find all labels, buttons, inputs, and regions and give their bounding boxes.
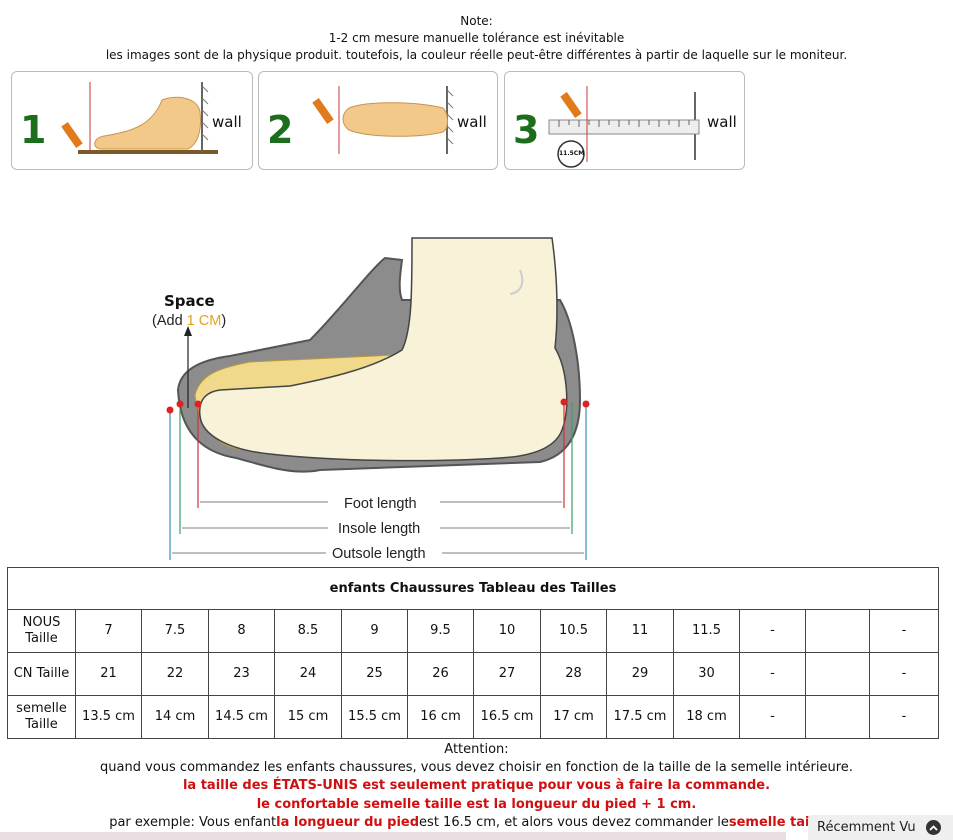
table-cell: 9: [341, 609, 408, 653]
attention-line-4: par exemple: Vous enfantla longueur du p…: [109, 814, 844, 830]
foot-top-icon: [312, 86, 454, 154]
attention-line-1: quand vous commandez les enfants chaussu…: [100, 760, 853, 776]
table-cell: 9.5: [407, 609, 474, 653]
step-1-panel: 1 wall: [11, 71, 253, 170]
table-cell: -: [739, 695, 806, 739]
table-cell: 10.5: [540, 609, 607, 653]
table-cell: [805, 652, 870, 696]
table-cell: -: [739, 652, 806, 696]
table-cell: 17.5 cm: [606, 695, 674, 739]
attention-line-2: la taille des ÉTATS-UNIS est seulement p…: [182, 778, 771, 794]
table-row: NOUS Taille 7 7.5 8 8.5 9 9.5 10 10.5 11…: [7, 609, 939, 653]
ruler-icon: [548, 86, 700, 168]
foot-length-label: Foot length: [344, 496, 417, 512]
table-cell: 7: [75, 609, 142, 653]
table-cell: [805, 695, 870, 739]
table-cell: 10: [473, 609, 541, 653]
table-cell: 14 cm: [141, 695, 209, 739]
foot-shape: [198, 237, 568, 462]
table-cell: 27: [473, 652, 541, 696]
table-row: CN Taille 21 22 23 24 25 26 27 28 29 30 …: [7, 652, 939, 696]
table-cell: 8: [208, 609, 275, 653]
table-cell: -: [739, 609, 806, 653]
recently-viewed-button[interactable]: Récemment Vu: [808, 815, 953, 840]
row-header: NOUS Taille: [7, 609, 76, 653]
table-cell: 26: [407, 652, 474, 696]
table-cell: 18 cm: [673, 695, 740, 739]
note-block: Note: 1-2 cm mesure manuelle tolérance e…: [0, 13, 953, 64]
ruler-tag: 11.5CM: [559, 150, 585, 157]
table-cell: 30: [673, 652, 740, 696]
space-label: Space: [164, 292, 215, 310]
foot-side-icon: [61, 82, 218, 154]
size-table-title: enfants Chaussures Tableau des Tailles: [7, 567, 939, 610]
step-1-wall-label: wall: [212, 113, 242, 131]
table-cell: 28: [540, 652, 607, 696]
chevron-up-icon: [925, 820, 941, 835]
attention-title: Attention:: [444, 742, 509, 757]
table-cell: [805, 609, 870, 653]
note-line-1: 1-2 cm mesure manuelle tolérance est iné…: [328, 31, 625, 45]
table-cell: 29: [606, 652, 674, 696]
table-cell: -: [869, 695, 939, 739]
table-cell: -: [869, 609, 939, 653]
attention-line-3: le confortable semelle taille est la lon…: [256, 796, 697, 812]
table-cell: 15 cm: [274, 695, 342, 739]
step-3-wall-label: wall: [707, 113, 737, 131]
size-table-title-row: enfants Chaussures Tableau des Tailles: [7, 567, 939, 610]
step-2-panel: 2 wall: [258, 71, 498, 170]
step-2-wall-label: wall: [457, 113, 487, 131]
table-cell: 21: [75, 652, 142, 696]
shoe-size-diagram: Space (Add 1 CM) Foot length Insole leng…: [152, 237, 590, 562]
note-line-2: les images sont de la physique produit. …: [105, 48, 848, 62]
note-title: Note:: [460, 14, 493, 28]
table-cell: 14.5 cm: [208, 695, 275, 739]
table-cell: 23: [208, 652, 275, 696]
size-table: enfants Chaussures Tableau des Tailles N…: [7, 567, 939, 739]
recently-viewed-label: Récemment Vu: [817, 820, 916, 835]
table-cell: 24: [274, 652, 342, 696]
table-cell: 7.5: [141, 609, 209, 653]
insole-length-label: Insole length: [338, 521, 420, 537]
table-cell: -: [869, 652, 939, 696]
step-2-number: 2: [267, 108, 294, 152]
outsole-length-label: Outsole length: [332, 546, 426, 562]
table-cell: 11: [606, 609, 674, 653]
bottom-strip: [0, 832, 786, 840]
step-3-panel: 3 11.5CM wall: [504, 71, 745, 170]
table-cell: 17 cm: [540, 695, 607, 739]
row-header: CN Taille: [7, 652, 76, 696]
table-cell: 25: [341, 652, 408, 696]
table-row: semelle Taille 13.5 cm 14 cm 14.5 cm 15 …: [7, 695, 939, 739]
table-cell: 11.5: [673, 609, 740, 653]
row-header: semelle Taille: [7, 695, 76, 739]
table-cell: 16 cm: [407, 695, 474, 739]
table-cell: 16.5 cm: [473, 695, 541, 739]
step-3-number: 3: [513, 108, 540, 152]
table-cell: 22: [141, 652, 209, 696]
step-1-number: 1: [20, 108, 47, 152]
table-cell: 8.5: [274, 609, 342, 653]
add-space-label: (Add 1 CM): [152, 313, 226, 329]
attention-block: Attention: quand vous commandez les enfa…: [0, 741, 953, 832]
table-cell: 15.5 cm: [341, 695, 408, 739]
table-cell: 13.5 cm: [75, 695, 142, 739]
